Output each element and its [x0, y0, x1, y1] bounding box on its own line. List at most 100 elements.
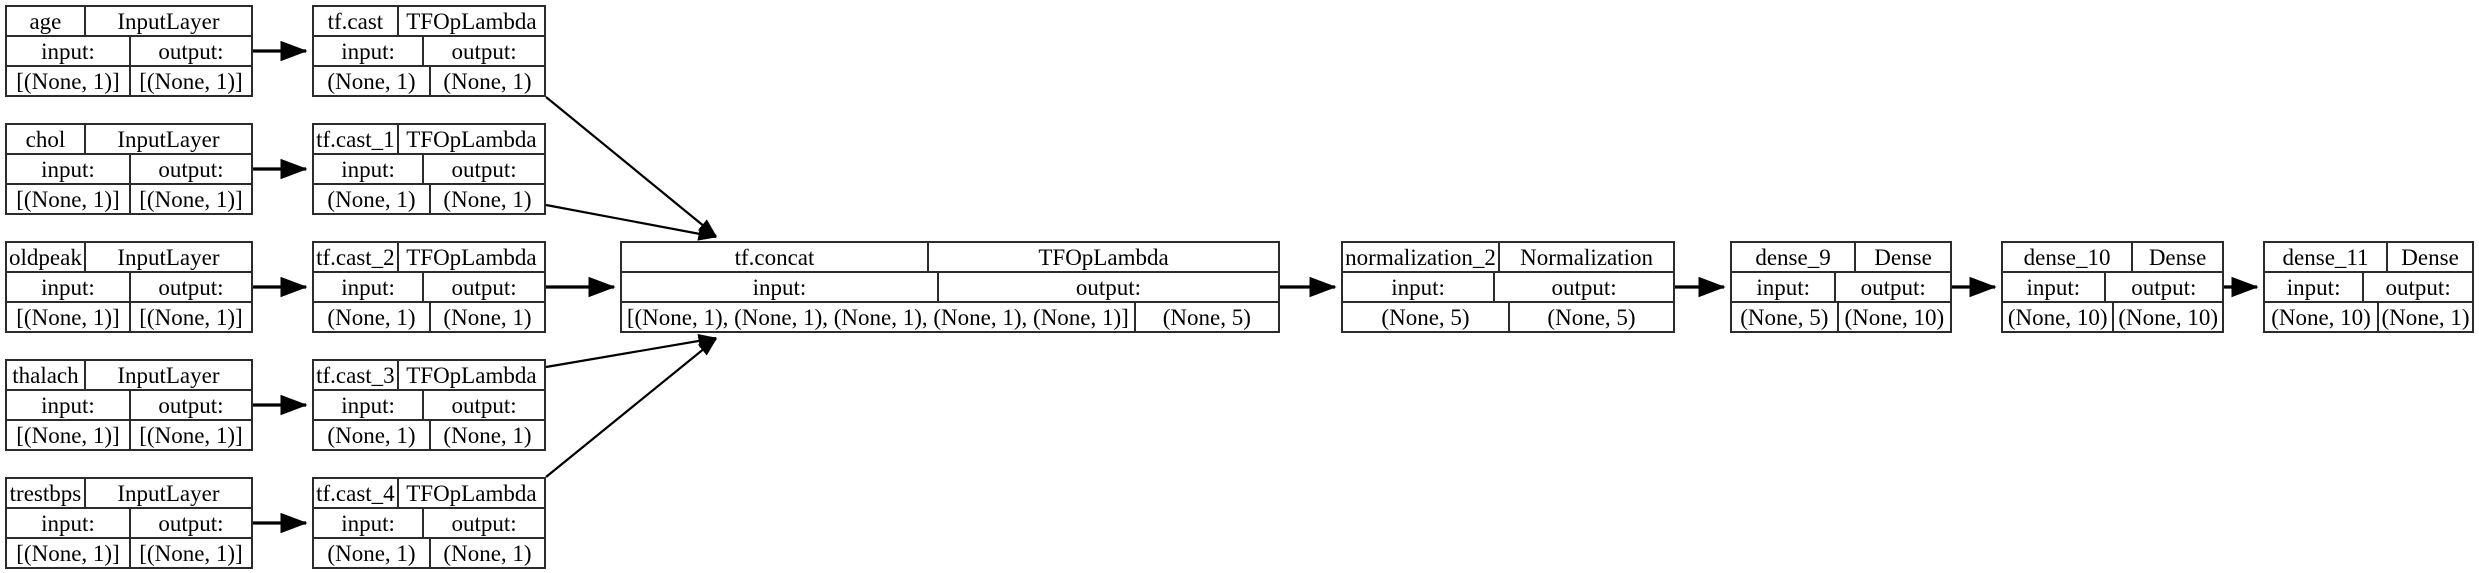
- input-label: input:: [2286, 274, 2341, 300]
- input-shape: [(None, 1)]: [16, 304, 120, 330]
- node-class: InputLayer: [83, 361, 251, 389]
- input-label: input:: [341, 38, 395, 64]
- output-shape: [(None, 1)]: [129, 185, 251, 213]
- node-header-row: dense_10 Dense: [2003, 243, 2222, 271]
- node-name: dense_9: [1755, 244, 1831, 270]
- output-shape: (None, 1): [429, 421, 544, 449]
- edge-tfcast3-to-tfconcat: [545, 334, 718, 369]
- node-name: tf.cast_3: [316, 362, 395, 388]
- input-label: input:: [341, 156, 395, 182]
- node-name: tf.concat: [734, 244, 815, 270]
- input-shape: [(None, 1)]: [16, 422, 120, 448]
- input-label: input:: [41, 38, 95, 64]
- node-io-label-row: input: output:: [2003, 271, 2222, 301]
- output-label: output:: [422, 155, 544, 183]
- node-shape-row: [(None, 1)] [(None, 1)]: [7, 537, 251, 567]
- output-shape: (None, 1): [429, 185, 544, 213]
- node-class: Dense: [2131, 243, 2222, 271]
- output-label: output:: [129, 155, 251, 183]
- input-shape: (None, 10): [2271, 304, 2371, 330]
- input-shape: (None, 5): [1740, 304, 1829, 330]
- node-name: tf.cast_4: [316, 480, 395, 506]
- output-label: output:: [422, 509, 544, 537]
- output-label: output:: [1493, 273, 1673, 301]
- node-shape-row: (None, 5) (None, 10): [1732, 301, 1950, 331]
- node-io-label-row: input:output:: [7, 507, 251, 537]
- node-io-label-row: input:output:: [314, 35, 544, 65]
- layer-node-dense10[interactable]: dense_10 Dense input: output:(None, 10)(Non…: [2001, 241, 2224, 333]
- node-shape-row: (None, 1)(None, 1): [314, 183, 544, 213]
- output-shape: (None, 10): [1836, 303, 1950, 331]
- node-class: Dense: [1854, 243, 1950, 271]
- node-class: InputLayer: [83, 125, 251, 153]
- node-io-label-row: input:output:: [2265, 271, 2472, 301]
- node-header-row: tf.concat TFOpLambda: [622, 243, 1278, 271]
- output-shape: (None, 10): [2112, 303, 2222, 331]
- input-label: input:: [1391, 274, 1445, 300]
- node-class: InputLayer: [83, 7, 251, 35]
- node-shape-row: (None, 10)(None, 10): [2003, 301, 2222, 331]
- node-io-label-row: input:output:: [314, 507, 544, 537]
- node-shape-row: (None, 5) (None, 5): [1343, 301, 1673, 331]
- output-shape: [(None, 1)]: [129, 539, 251, 567]
- node-io-label-row: input:output:: [622, 271, 1278, 301]
- node-class: TFOpLambda: [396, 361, 544, 389]
- node-shape-row: (None, 1)(None, 1): [314, 301, 544, 331]
- output-shape: (None, 5): [1133, 303, 1278, 331]
- node-name: tf.cast_1: [316, 126, 395, 152]
- output-shape: [(None, 1)]: [129, 303, 251, 331]
- input-label: input:: [1756, 274, 1811, 300]
- output-label: output:: [129, 391, 251, 419]
- output-label: output:: [2103, 273, 2222, 301]
- output-shape: (None, 1): [2377, 303, 2472, 331]
- output-shape: (None, 5): [1508, 303, 1673, 331]
- node-shape-row: (None, 1)(None, 1): [314, 65, 544, 95]
- input-label: input:: [41, 392, 95, 418]
- node-class: InputLayer: [83, 479, 251, 507]
- node-name: dense_10: [2023, 244, 2111, 270]
- node-io-label-row: input:output:: [7, 35, 251, 65]
- node-name: normalization_2: [1345, 244, 1496, 270]
- input-shape: [(None, 1)]: [16, 68, 120, 94]
- node-class: TFOpLambda: [927, 243, 1278, 271]
- node-name: oldpeak: [9, 244, 82, 270]
- output-shape: [(None, 1)]: [129, 67, 251, 95]
- node-io-label-row: input: output:: [314, 153, 544, 183]
- input-label: input:: [2026, 274, 2081, 300]
- node-shape-row: [(None, 1)][(None, 1)]: [7, 183, 251, 213]
- edge-tfcast1-to-tfconcat: [545, 203, 718, 241]
- edge-tfcast-to-tfconcat: [545, 96, 717, 237]
- input-label: input:: [41, 156, 95, 182]
- node-name: tf.cast: [327, 8, 384, 34]
- input-label: input:: [341, 392, 395, 418]
- output-label: output:: [422, 391, 544, 419]
- input-shape: [(None, 1)]: [16, 540, 120, 566]
- node-name: age: [29, 8, 62, 34]
- node-shape-row: (None, 10)(None, 1): [2265, 301, 2472, 331]
- node-io-label-row: input:output:: [314, 271, 544, 301]
- input-shape: (None, 5): [1381, 304, 1470, 330]
- input-label: input:: [341, 274, 395, 300]
- input-shape: (None, 1): [327, 540, 416, 566]
